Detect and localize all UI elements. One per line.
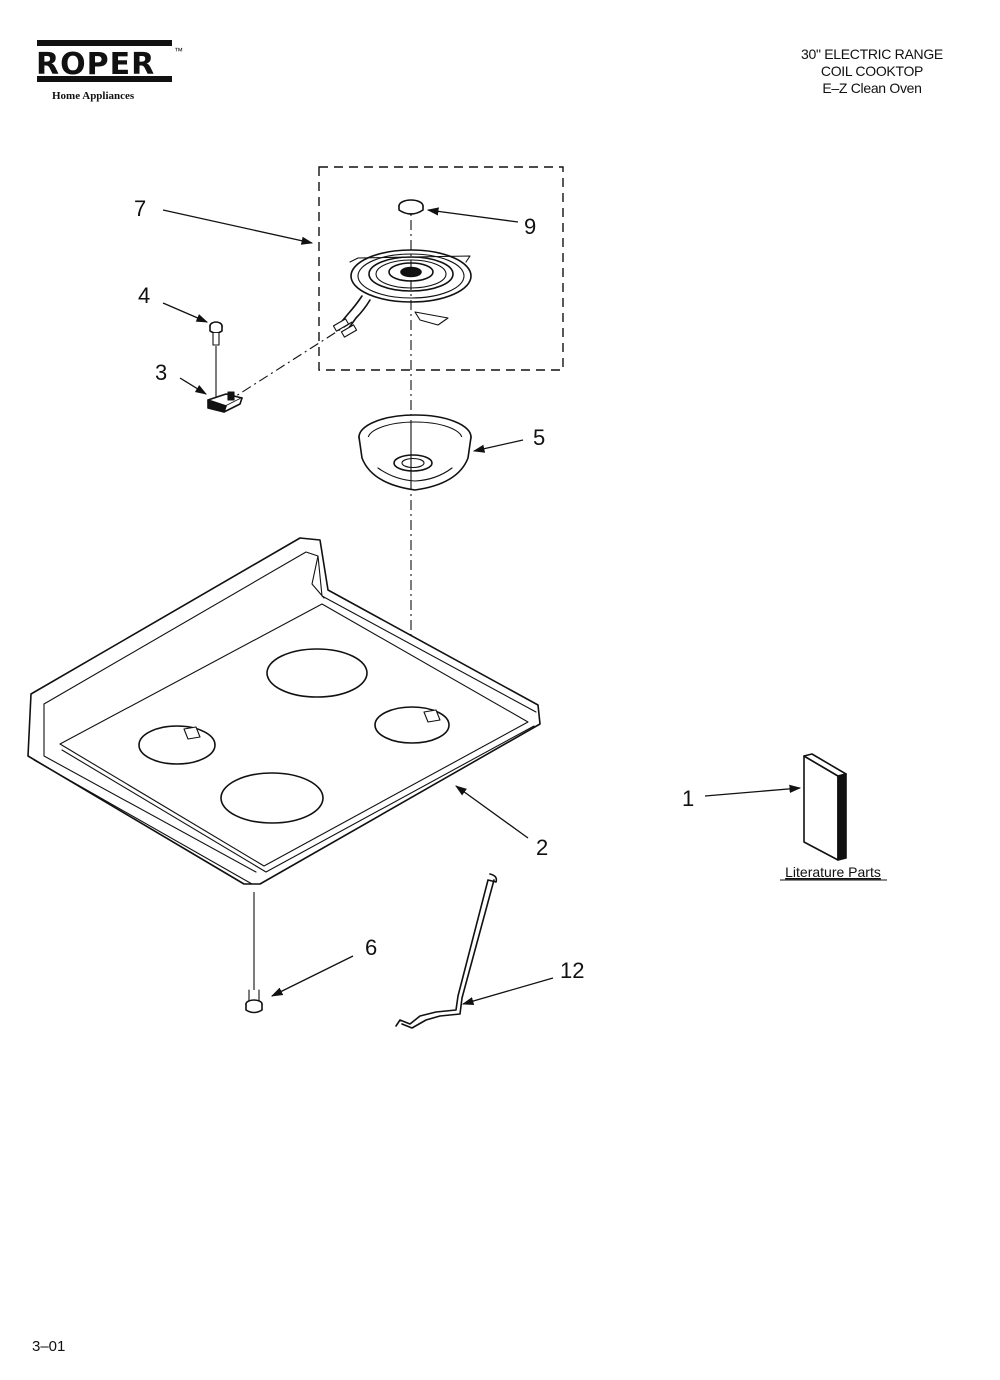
leader-4 <box>162 302 209 323</box>
cooktop-panel <box>27 537 541 885</box>
leader-5 <box>472 439 524 453</box>
cooktop-support-rod <box>395 873 498 1029</box>
element-cap <box>398 199 424 215</box>
callout-12: 12 <box>560 958 584 983</box>
roper-logo: ROPER ™ Home Appliances <box>36 40 183 102</box>
leader-2 <box>455 785 529 839</box>
leader-7 <box>162 209 314 245</box>
trademark-symbol: ™ <box>174 46 183 56</box>
leader-9 <box>426 207 519 223</box>
callout-5: 5 <box>533 425 545 450</box>
mounting-screw <box>209 321 223 398</box>
leader-1 <box>704 784 802 797</box>
callout-1: 1 <box>682 786 694 811</box>
cooktop-screw <box>245 989 263 1014</box>
document-header: 30" ELECTRIC RANGE COIL COOKTOP E–Z Clea… <box>801 46 943 96</box>
literature-parts-book <box>803 753 847 861</box>
footer-code: 3–01 <box>32 1338 65 1355</box>
surface-element-coil <box>332 249 472 338</box>
header-line-1: 30" ELECTRIC RANGE <box>801 46 943 62</box>
callout-7: 7 <box>134 196 146 221</box>
terminal-receptacle <box>207 391 243 413</box>
logo-tagline: Home Appliances <box>52 90 135 102</box>
callout-2: 2 <box>536 835 548 860</box>
element-assembly-box <box>318 166 564 371</box>
callout-6: 6 <box>365 935 377 960</box>
header-line-2: COIL COOKTOP <box>821 63 923 79</box>
logo-word: ROPER <box>36 47 155 82</box>
terminal-centerline <box>235 321 353 397</box>
header-line-3: E–Z Clean Oven <box>822 80 921 96</box>
callout-9: 9 <box>524 214 536 239</box>
literature-parts-label: Literature Parts <box>785 864 881 880</box>
leader-12 <box>461 977 554 1006</box>
leader-3 <box>179 377 207 395</box>
callout-4: 4 <box>138 283 150 308</box>
drip-bowl <box>358 414 472 491</box>
callout-3: 3 <box>155 360 167 385</box>
leader-6 <box>270 955 354 997</box>
